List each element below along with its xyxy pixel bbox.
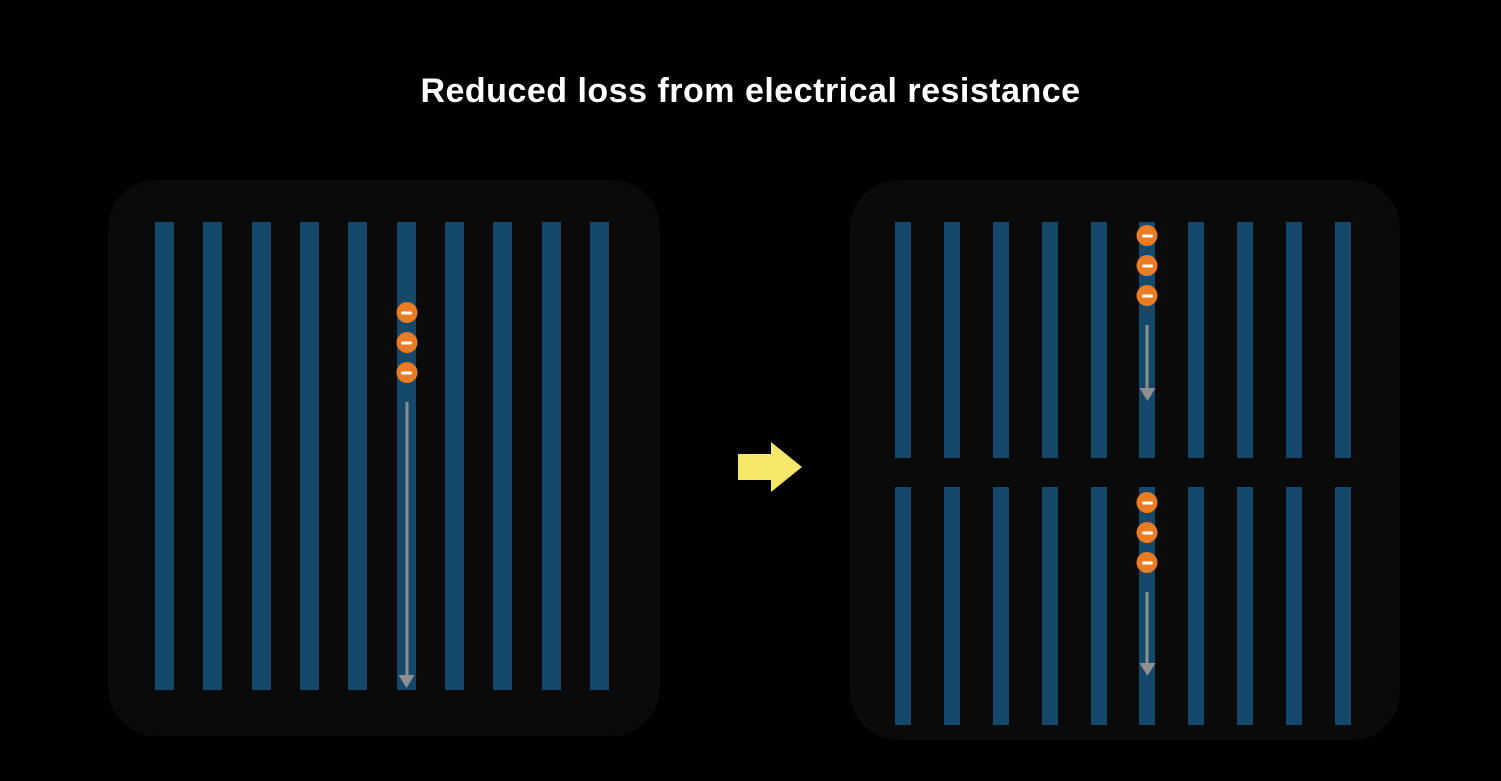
down-arrow-line (405, 402, 408, 676)
panel-before (155, 222, 609, 690)
conductor-bar (895, 487, 911, 725)
panel-backdrop-left (108, 180, 660, 736)
conductor-bar (1237, 487, 1254, 725)
diagram-title: Reduced loss from electrical resistance (420, 72, 1081, 110)
conductor-bar (203, 222, 223, 690)
electron-flow-after-bottom (1136, 492, 1158, 676)
bar-group-after-bottom (895, 487, 1351, 725)
electron-minus-icon (396, 302, 417, 323)
conductor-bar (1286, 487, 1302, 725)
conductor-bar (992, 222, 1009, 458)
conductor-bar (1041, 487, 1058, 725)
conductor-bar (1090, 487, 1107, 725)
electron-minus-icon (1136, 522, 1158, 543)
conductor-bar (1188, 222, 1205, 458)
conductor-bar (1041, 222, 1058, 458)
conductor-bar (1237, 222, 1254, 458)
conductor-bar (444, 222, 464, 690)
right-arrow-icon (738, 442, 802, 492)
electron-minus-icon (1136, 225, 1158, 246)
electron-minus-icon (396, 332, 417, 353)
conductor-bar (541, 222, 561, 690)
bar-group-before (155, 222, 609, 690)
electron-minus-icon (1136, 552, 1158, 573)
down-arrow-line (1145, 592, 1149, 664)
electron-minus-icon (396, 362, 417, 383)
down-arrow-head (1139, 663, 1155, 676)
conductor-bar (943, 222, 960, 458)
conductor-bar (1188, 487, 1205, 725)
conductor-bar (251, 222, 271, 690)
electron-flow-after-top (1136, 225, 1158, 401)
panel-after-bottom (895, 487, 1351, 725)
conductor-bar (1334, 222, 1351, 458)
bar-group-after-top (895, 222, 1351, 458)
down-arrow-head (398, 675, 415, 688)
right-arrow-shaft (738, 454, 771, 480)
panel-backdrop-right (850, 180, 1400, 740)
electron-minus-icon (1136, 285, 1158, 306)
conductor-bar (155, 222, 174, 690)
conductor-bar (895, 222, 911, 458)
conductor-bar (1334, 487, 1351, 725)
right-arrow-head (771, 442, 802, 492)
conductor-bar (493, 222, 513, 690)
conductor-bar (299, 222, 319, 690)
down-arrow-icon (398, 402, 415, 688)
conductor-bar (992, 487, 1009, 725)
electron-minus-icon (1136, 255, 1158, 276)
electron-flow-before (396, 302, 417, 688)
panel-after-top (895, 222, 1351, 458)
conductor-bar (1286, 222, 1302, 458)
down-arrow-head (1139, 388, 1155, 401)
down-arrow-icon (1139, 592, 1155, 676)
conductor-bar (348, 222, 368, 690)
conductor-bar (589, 222, 609, 690)
conductor-bar (1090, 222, 1107, 458)
electron-minus-icon (1136, 492, 1158, 513)
down-arrow-line (1145, 325, 1149, 389)
down-arrow-icon (1139, 325, 1155, 401)
conductor-bar (943, 487, 960, 725)
